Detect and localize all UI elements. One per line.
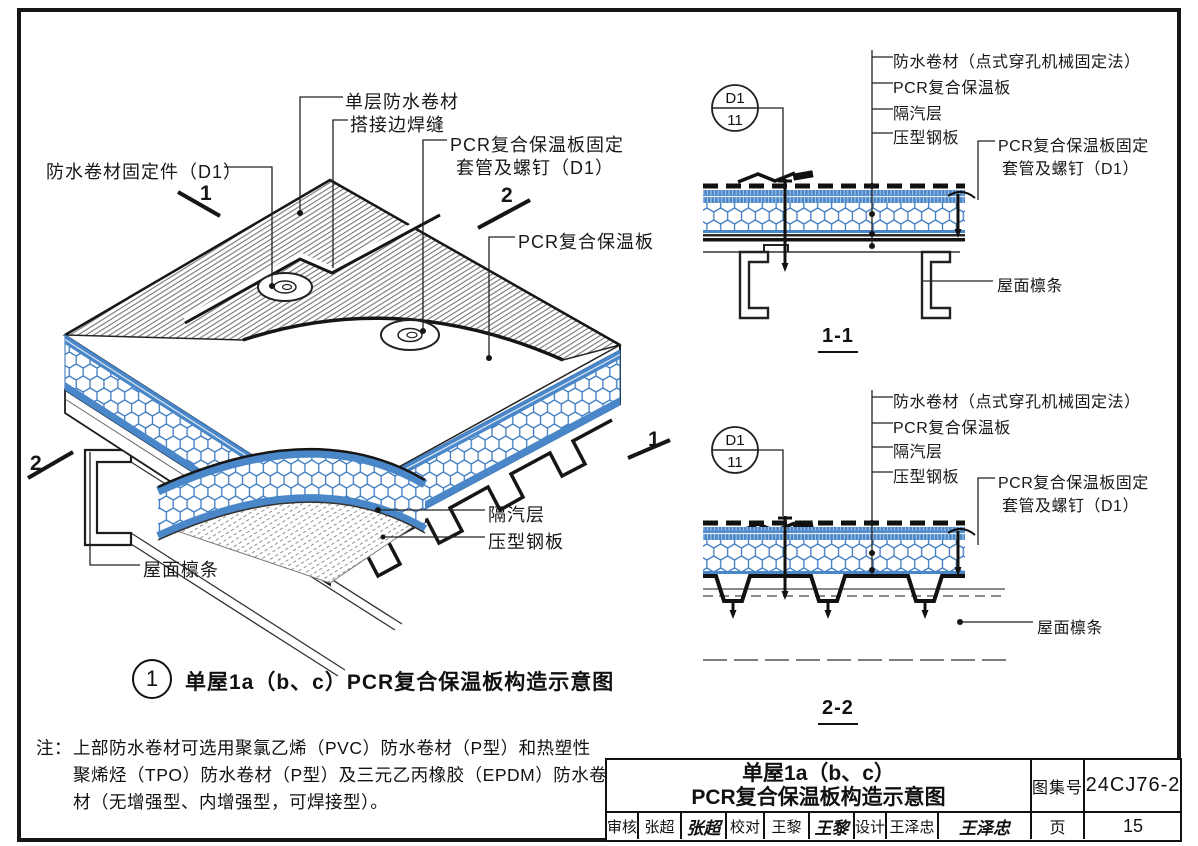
section-1-1-drawing: D1 11 <box>703 50 995 320</box>
label-purlin: 屋面檩条 <box>143 560 219 580</box>
label-board-fixing-line1: PCR复合保温板固定 <box>450 135 625 155</box>
detail-ref-code-1: D1 <box>725 90 744 107</box>
section-2-2-drawing: D1 11 <box>703 390 1033 661</box>
s2-label-vapor: 隔汽层 <box>893 444 943 461</box>
designer-signature: 王泽忠 <box>939 813 1032 839</box>
section-2-2-title: 2-2 <box>818 697 858 725</box>
reviewer-signature: 张超 <box>682 813 727 839</box>
sheet-border-frame <box>17 8 1181 842</box>
iso-leaders <box>89 96 515 566</box>
section-1-1-title: 1-1 <box>818 325 858 353</box>
note-line-2: 聚烯烃（TPO）防水卷材（P型）及三元乙丙橡胶（EPDM）防水卷 <box>73 765 608 785</box>
caption-number-circle: 1 <box>132 659 172 699</box>
note-line-3: 材（无增强型、内增强型，可焊接型）。 <box>73 792 389 812</box>
detail-ref-page-2: 11 <box>727 454 743 471</box>
reviewer-name: 张超 <box>639 813 682 839</box>
page-number: 15 <box>1122 815 1144 836</box>
s2-label-purlin: 屋面檩条 <box>1037 620 1104 637</box>
section-marker-2b: 2 <box>30 452 42 475</box>
section-marker-1b: 1 <box>648 428 660 451</box>
detail-ref-page-1: 11 <box>727 112 743 129</box>
label-vapor-barrier: 隔汽层 <box>488 505 545 525</box>
sheet-title-line2: PCR复合保温板构造示意图 <box>691 785 946 809</box>
checker-name: 王黎 <box>765 813 810 839</box>
s1-label-vapor: 隔汽层 <box>893 106 943 123</box>
designer-label: 设计 <box>855 813 887 839</box>
s1-label-deck: 压型钢板 <box>893 130 960 147</box>
sheet-title-line1: 单屋1a（b、c） <box>742 762 895 786</box>
label-lap-weld: 搭接边焊缝 <box>350 115 445 135</box>
s2-label-fixing-line1: PCR复合保温板固定 <box>998 475 1149 492</box>
s2-label-board: PCR复合保温板 <box>893 420 1011 437</box>
s1-label-fixing-line2: 套管及螺钉（D1） <box>1002 161 1139 178</box>
atlas-number-label: 图集号 <box>1032 760 1085 813</box>
label-steel-deck: 压型钢板 <box>488 532 564 552</box>
section-marker-1a: 1 <box>200 182 212 205</box>
note-line-1: 上部防水卷材可选用聚氯乙烯（PVC）防水卷材（P型）和热塑性 <box>73 738 591 758</box>
s1-label-membrane: 防水卷材（点式穿孔机械固定法） <box>893 54 1141 71</box>
section-markers: 1 2 1 2 <box>26 182 671 480</box>
s2-label-deck: 压型钢板 <box>893 469 960 486</box>
s1-label-purlin: 屋面檩条 <box>997 278 1064 295</box>
reviewer-label: 审核 <box>607 813 639 839</box>
atlas-number-value: 24CJ76-2 <box>1085 760 1181 813</box>
section-marker-2a: 2 <box>501 184 513 207</box>
caption-number: 1 <box>145 666 159 691</box>
s2-label-membrane: 防水卷材（点式穿孔机械固定法） <box>893 394 1141 411</box>
title-block: 单屋1a（b、c） PCR复合保温板构造示意图 图集号 24CJ76-2 审核 … <box>605 758 1182 842</box>
title-block-title-cell: 单屋1a（b、c） PCR复合保温板构造示意图 <box>607 760 1032 813</box>
s2-label-fixing-line2: 套管及螺钉（D1） <box>1002 498 1139 515</box>
iso-drawing: 1 2 1 2 <box>26 96 671 677</box>
label-board: PCR复合保温板 <box>518 232 655 252</box>
label-membrane-fixing: 防水卷材固定件（D1） <box>46 162 243 182</box>
checker-signature: 王黎 <box>810 813 855 839</box>
label-single-membrane: 单层防水卷材 <box>345 92 459 112</box>
s1-label-board: PCR复合保温板 <box>893 80 1011 97</box>
iso-caption: 单屋1a（b、c）PCR复合保温板构造示意图 <box>185 671 615 694</box>
s1-label-fixing-line1: PCR复合保温板固定 <box>998 138 1149 155</box>
checker-label: 校对 <box>727 813 765 839</box>
note-prefix: 注： <box>36 738 72 758</box>
detail-ref-code-2: D1 <box>725 432 744 449</box>
label-board-fixing-line2: 套管及螺钉（D1） <box>456 158 615 178</box>
designer-name: 王泽忠 <box>887 813 939 839</box>
page-label: 页 <box>1032 813 1085 839</box>
